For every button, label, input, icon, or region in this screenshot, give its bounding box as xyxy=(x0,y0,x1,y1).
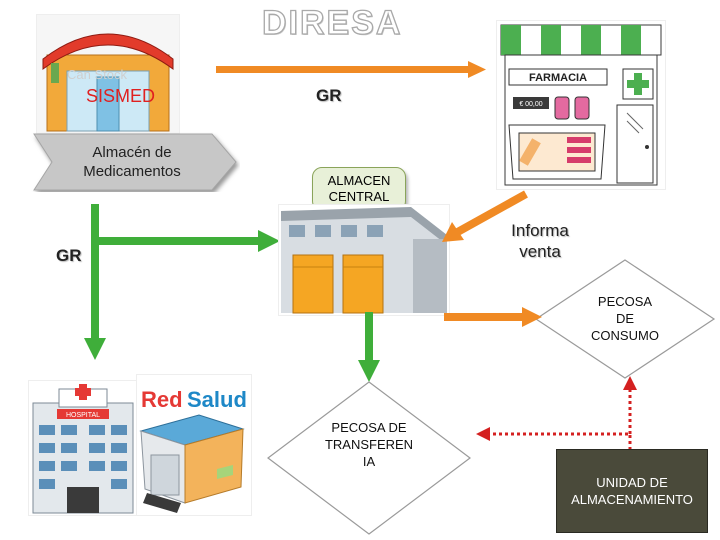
pecosa-transferencia-line1: PECOSA DE xyxy=(331,420,407,435)
pecosa-consumo-line1: PECOSA xyxy=(597,294,653,309)
unidad-line1: UNIDAD DE xyxy=(596,475,668,490)
green-arrow-left-down xyxy=(84,204,106,360)
price-tag: € 00,00 xyxy=(519,101,542,108)
almacen-medicamentos-tag xyxy=(33,133,237,191)
red-dotted-connector xyxy=(476,376,637,450)
farmacia-sign: FARMACIA xyxy=(529,72,587,84)
storefront-image: Can Stock xyxy=(36,14,180,134)
pecosa-transferencia-label: PECOSA DE TRANSFEREN IA xyxy=(310,419,428,470)
red-salud-red: Red xyxy=(141,387,183,412)
unidad-line2: ALMACENAMIENTO xyxy=(571,492,693,507)
green-arrow-to-warehouse xyxy=(92,230,280,252)
red-salud-blue: Salud xyxy=(187,387,247,412)
gr-left-label: GR xyxy=(56,246,82,265)
unidad-almacenamiento-box: UNIDAD DE ALMACENAMIENTO xyxy=(556,449,708,533)
hospital-image: HOSPITAL xyxy=(28,380,138,516)
red-salud-image: Red Salud xyxy=(136,374,252,516)
watermark-text: Can Stock xyxy=(67,67,127,82)
pecosa-transferencia-line2: TRANSFEREN xyxy=(324,437,414,452)
almacen-medicamentos-line2: Medicamentos xyxy=(83,163,181,180)
sismed-label: SISMED xyxy=(86,86,156,106)
awning-icon xyxy=(500,24,662,56)
arrow-informa-venta xyxy=(442,190,528,242)
gr-top-label: GR xyxy=(316,86,342,105)
unidad-almacenamiento-label: UNIDAD DE ALMACENAMIENTO xyxy=(557,474,707,508)
pecosa-consumo-line2: DE xyxy=(615,311,635,326)
informa-venta-line1: Informa xyxy=(511,221,569,240)
farmacia-image: FARMACIA € 00,00 xyxy=(496,20,666,190)
green-arrow-down-center xyxy=(358,312,380,382)
informa-venta-line2: venta xyxy=(519,242,561,261)
pecosa-consumo-label: PECOSA DE CONSUMO xyxy=(577,293,673,344)
almacen-medicamentos-line1: Almacén de xyxy=(92,144,172,161)
pecosa-consumo-line3: CONSUMO xyxy=(591,328,659,343)
warehouse-image xyxy=(278,204,450,316)
pecosa-consumo-diamond xyxy=(534,259,716,379)
hospital-cross-icon xyxy=(75,384,91,400)
arrow-to-pecosa-consumo xyxy=(444,307,542,327)
almacen-central-line2: CENTRAL xyxy=(328,189,390,204)
informa-venta-label: Informa venta xyxy=(500,220,580,262)
arrow-to-farmacia xyxy=(216,61,486,78)
diagram-title: DIRESA xyxy=(261,3,403,42)
pecosa-transferencia-diamond xyxy=(267,381,471,535)
almacen-medicamentos-label: Almacén de Medicamentos xyxy=(52,143,212,181)
pecosa-transferencia-line3: IA xyxy=(362,454,376,469)
almacen-central-line1: ALMACEN xyxy=(327,173,391,188)
green-cross-icon xyxy=(622,68,654,100)
hospital-sign: HOSPITAL xyxy=(66,412,100,419)
